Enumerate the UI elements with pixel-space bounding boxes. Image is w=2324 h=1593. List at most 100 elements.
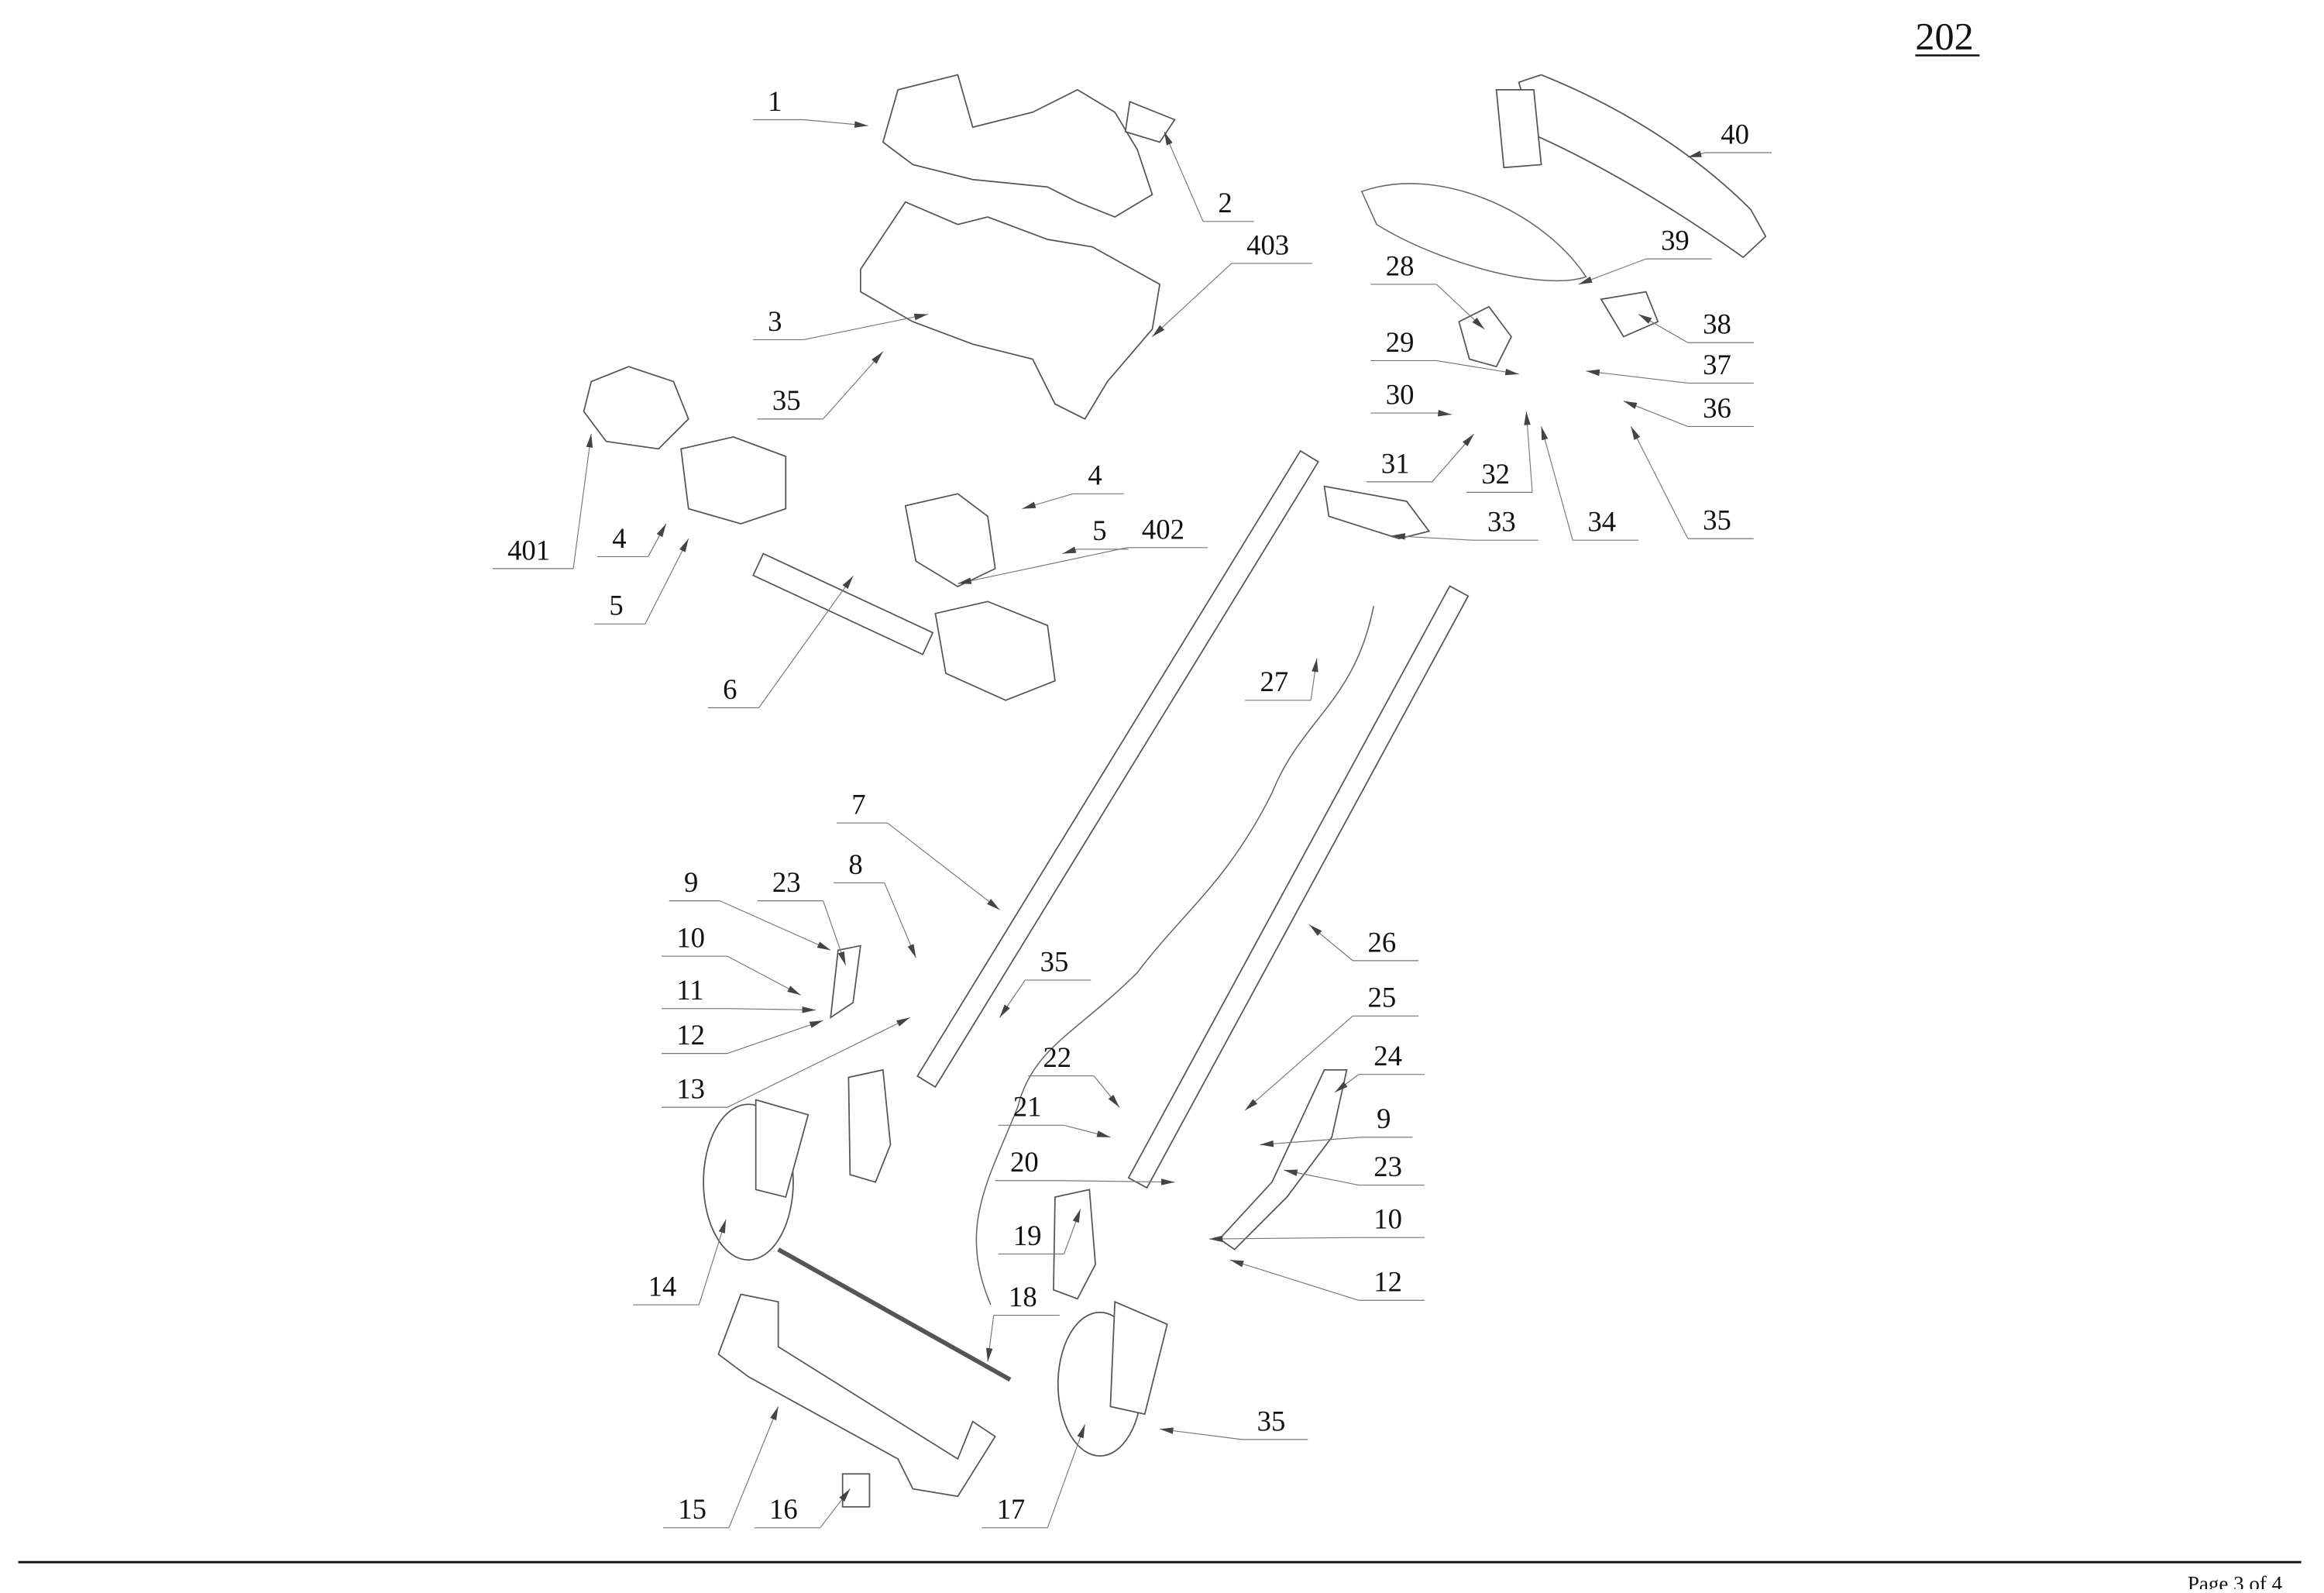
right-lever-part [1219,1068,1348,1251]
arrowhead-icon [1623,401,1638,409]
callout-number: 32 [1481,458,1510,490]
arrowhead-icon [1160,1178,1175,1185]
callout-number: 17 [997,1493,1026,1525]
callout-number: 34 [1587,506,1616,538]
callout-number: 9 [684,866,698,898]
arrowhead-icon [839,1488,851,1502]
callout-number: 8 [848,848,862,880]
callout-6: 6 [707,576,854,709]
leader-line [1152,263,1232,337]
leader-line [887,822,1000,910]
callout-number: 22 [1043,1041,1071,1073]
page-number: Page 3 of 4 [2188,1572,2283,1589]
arrowhead-icon [1152,325,1165,337]
arrowhead-icon [842,576,854,590]
switch-box-part [1495,89,1542,169]
leader-line [1586,370,1688,384]
arrowhead-icon [1463,434,1474,446]
callout-number: 7 [851,789,865,821]
callout-13: 13 [661,1017,910,1108]
callout-2: 2 [1164,131,1254,222]
arrowhead-icon [1108,1094,1119,1108]
callout-7: 7 [836,789,1000,910]
arrowhead-icon [837,951,846,965]
arrowhead-icon [871,351,883,364]
arrowhead-icon [1072,1209,1081,1223]
diagram-number: 202 [1915,15,1973,58]
handle-loop-part [1360,183,1587,282]
arrowhead-icon [854,121,868,128]
rear-axle-part [777,1247,1012,1382]
leader-line [1541,426,1573,541]
leader-line [645,538,689,624]
callout-number: 2 [1218,187,1232,218]
callout-21: 21 [998,1091,1111,1138]
leader-line [728,1406,779,1529]
callout-number: 14 [648,1270,677,1302]
callout-12: 12 [661,1019,823,1055]
callout-9: 9 [669,866,831,951]
callout-number: 24 [1373,1040,1402,1072]
left-motor-upper-part [583,366,689,450]
callout-number: 4 [1088,459,1102,491]
callout-number: 1 [768,85,782,117]
callout-number: 35 [1257,1405,1286,1436]
callout-number: 403 [1246,229,1289,260]
arrowhead-icon [1631,426,1641,440]
callout-number: 20 [1010,1146,1039,1178]
callout-40: 40 [1687,118,1772,158]
callout-number: 29 [1386,326,1415,358]
leader-line [727,1008,816,1011]
callout-number: 23 [1373,1151,1402,1182]
callout-number: 6 [723,673,737,705]
callout-5: 5 [594,538,689,624]
callout-34: 34 [1541,426,1639,541]
callout-23: 23 [757,866,847,965]
leader-line [727,1020,823,1055]
callout-22: 22 [1028,1041,1120,1108]
callout-number: 33 [1487,506,1516,538]
callout-4: 4 [596,522,667,558]
arrowhead-icon [1437,410,1452,417]
trigger-part [1600,291,1659,338]
callout-31: 31 [1366,433,1475,483]
callout-4: 4 [1022,459,1124,510]
arrowhead-icon [679,538,689,552]
arrowhead-icon [1077,1424,1085,1439]
leader-line [1630,426,1689,539]
arrowhead-icon [999,1004,1010,1018]
callout-8: 8 [834,848,916,958]
switch-bracket-part [1323,485,1431,540]
callout-403: 403 [1152,229,1313,337]
callout-17: 17 [982,1424,1086,1529]
callout-number: 9 [1377,1103,1391,1134]
leader-line [957,547,1127,584]
right-lower-tube-part [1127,585,1470,1189]
left-motor-lower-part [680,436,787,525]
sensor-plate-part [1124,101,1176,143]
callout-number: 37 [1703,349,1731,380]
arrowhead-icon [787,986,801,996]
arrowhead-icon [957,577,972,584]
arrowhead-icon [1335,1081,1348,1092]
arrowhead-icon [1229,1260,1244,1268]
callout-10: 10 [661,921,801,996]
callout-number: 12 [1373,1266,1402,1298]
leader-line [1229,1259,1360,1301]
callout-number: 26 [1368,926,1397,958]
leader-line [572,433,592,569]
arrowhead-icon [1638,314,1652,324]
leader-line [1260,1137,1362,1145]
arrowhead-icon [1687,150,1702,157]
callout-11: 11 [661,974,816,1013]
arrowhead-icon [1524,411,1531,425]
left-upper-tube-part [916,449,1319,1089]
arrowhead-icon [1164,131,1173,146]
leader-line [1208,1237,1359,1240]
callout-number: 35 [1040,945,1069,977]
handle-bar-part [1518,74,1767,259]
right-motor-lower-part [934,600,1056,701]
arrowhead-icon [1062,546,1077,554]
leader-line [698,1219,727,1306]
